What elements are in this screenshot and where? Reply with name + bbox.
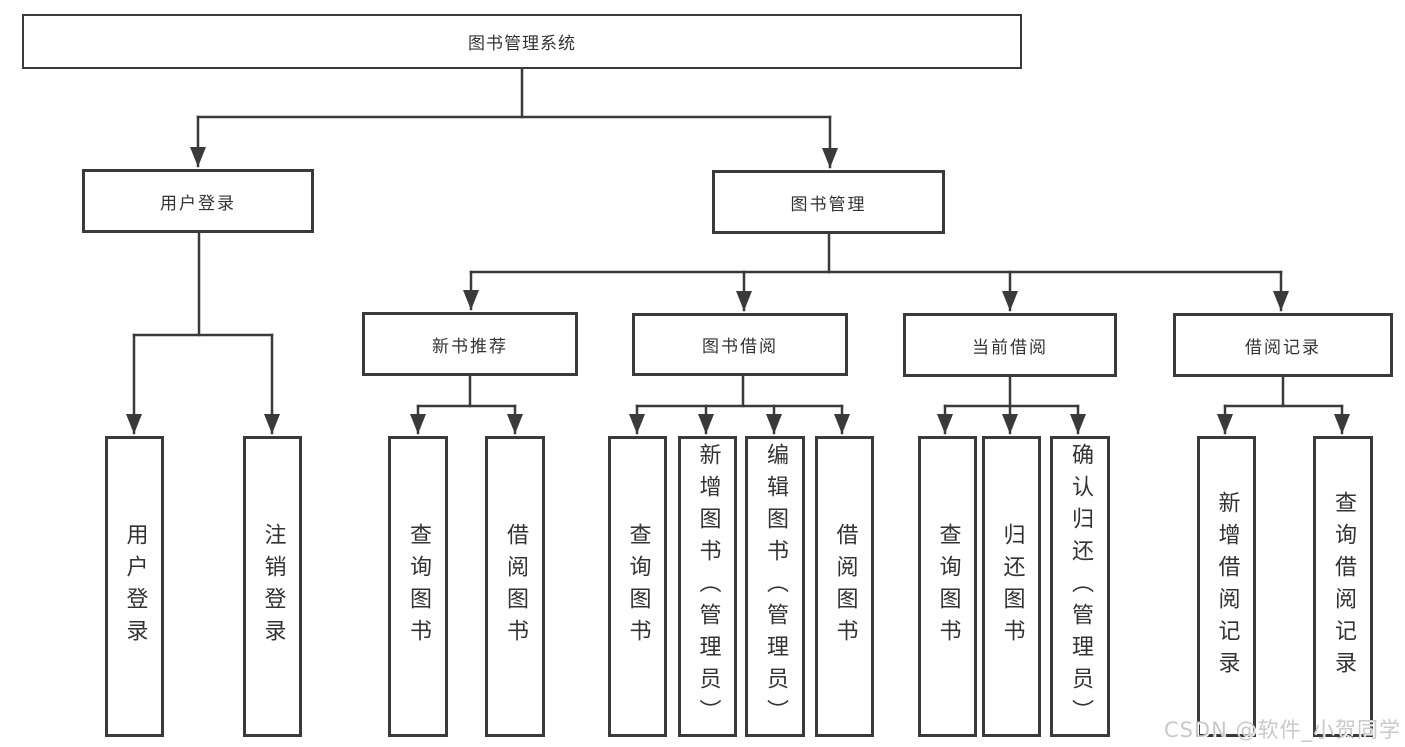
leaf-add-borrow-record: 新增借阅记录 xyxy=(1197,436,1256,737)
leaf-label: 确认归还（管理员） xyxy=(1068,442,1093,731)
leaf-label: 查询借阅记录 xyxy=(1331,490,1356,683)
leaf-confirm-return-admin: 确认归还（管理员） xyxy=(1050,436,1110,737)
leaf-logout: 注销登录 xyxy=(243,436,302,737)
leaf-label: 编辑图书（管理员） xyxy=(763,442,788,731)
leaf-label: 借阅图书 xyxy=(832,522,858,651)
leaf-add-books-admin: 新增图书（管理员） xyxy=(678,436,737,737)
node-book-management-label: 图书管理 xyxy=(790,194,867,215)
node-user-login: 用户登录 xyxy=(82,169,314,233)
leaf-query-books-recommend: 查询图书 xyxy=(388,436,448,737)
leaf-return-books: 归还图书 xyxy=(982,436,1041,737)
leaf-label: 新增图书（管理员） xyxy=(695,442,721,731)
node-book-management: 图书管理 xyxy=(712,170,945,234)
leaf-label: 查询图书 xyxy=(625,522,651,651)
node-book-borrowing-label: 图书借阅 xyxy=(702,337,778,357)
leaf-label: 查询图书 xyxy=(935,522,961,651)
leaf-edit-books-admin: 编辑图书（管理员） xyxy=(745,436,805,737)
watermark: CSDN @软件_小贺同学 xyxy=(1163,718,1401,742)
node-borrowing-records: 借阅记录 xyxy=(1173,313,1393,377)
leaf-label: 查询图书 xyxy=(406,522,431,651)
node-root-label: 图书管理系统 xyxy=(468,34,576,54)
leaf-label: 新增借阅记录 xyxy=(1214,490,1240,683)
leaf-borrow-books-recommend: 借阅图书 xyxy=(485,436,545,737)
node-current-borrowing-label: 当前借阅 xyxy=(972,337,1048,358)
node-user-login-label: 用户登录 xyxy=(160,193,236,214)
leaf-label: 归还图书 xyxy=(999,522,1025,651)
node-new-book-recommendation-label: 新书推荐 xyxy=(432,336,508,357)
leaf-label: 用户登录 xyxy=(122,522,148,651)
node-current-borrowing: 当前借阅 xyxy=(903,313,1117,377)
node-book-borrowing: 图书借阅 xyxy=(632,313,848,376)
leaf-query-borrow-record: 查询借阅记录 xyxy=(1313,436,1373,737)
leaf-user-login: 用户登录 xyxy=(105,436,164,737)
leaf-label: 注销登录 xyxy=(260,522,286,651)
leaf-borrow-books-borrowing: 借阅图书 xyxy=(815,436,874,737)
leaf-query-books-current: 查询图书 xyxy=(918,436,977,737)
leaf-label: 借阅图书 xyxy=(503,522,528,651)
node-new-book-recommendation: 新书推荐 xyxy=(362,312,578,376)
leaf-query-books-borrowing: 查询图书 xyxy=(608,436,667,737)
node-borrowing-records-label: 借阅记录 xyxy=(1245,337,1321,358)
node-root: 图书管理系统 xyxy=(22,14,1022,69)
